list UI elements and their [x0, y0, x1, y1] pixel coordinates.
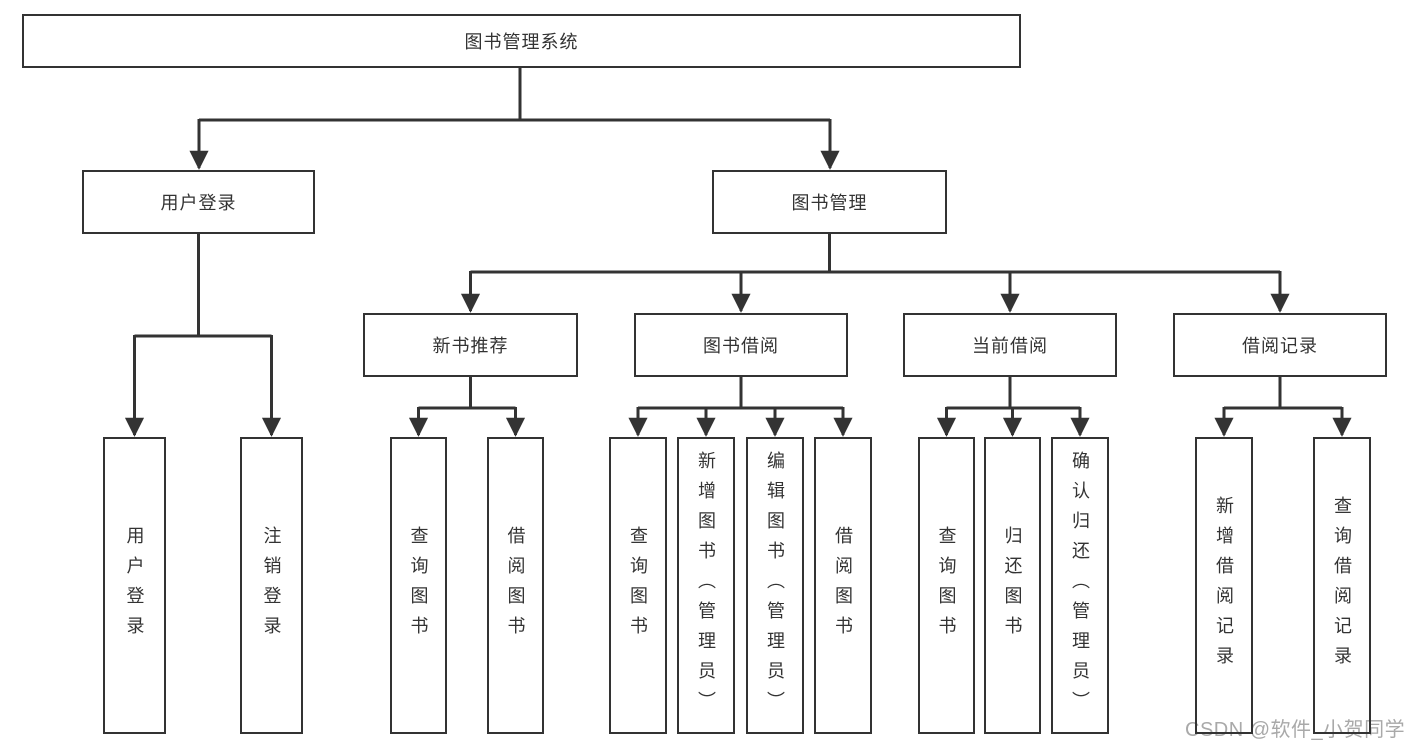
- node-borrow-records: 借阅记录: [1173, 313, 1387, 377]
- node-new-book-recommend: 新书推荐: [363, 313, 578, 377]
- connector-borrow-records: [1214, 377, 1352, 437]
- leaf-borrow-books-recommend: 借阅图书: [487, 437, 544, 734]
- leaf-query-books-recommend: 查询图书: [390, 437, 447, 734]
- leaf-query-books-borrow: 查询图书: [609, 437, 667, 734]
- connector-user-login: [124, 234, 282, 437]
- node-book-management: 图书管理: [712, 170, 947, 234]
- leaf-borrow-books: 借阅图书: [814, 437, 872, 734]
- node-user-login: 用户登录: [82, 170, 315, 234]
- leaf-confirm-return-admin: 确认归还（管理员）: [1051, 437, 1109, 734]
- node-root: 图书管理系统: [22, 14, 1021, 68]
- leaf-query-books-current: 查询图书: [918, 437, 975, 734]
- connector-book-management: [460, 234, 1290, 313]
- connector-new-book-recommend: [408, 377, 526, 437]
- connector-book-borrow: [628, 377, 853, 437]
- leaf-edit-book-admin: 编辑图书（管理员）: [746, 437, 804, 734]
- csdn-watermark: CSDN @软件_小贺同学: [1185, 719, 1405, 741]
- connector-root: [189, 67, 840, 170]
- leaf-return-books: 归还图书: [984, 437, 1041, 734]
- connector-current-borrow: [936, 377, 1090, 437]
- node-current-borrow: 当前借阅: [903, 313, 1117, 377]
- leaf-user-login: 用户登录: [103, 437, 166, 734]
- leaf-add-borrow-record: 新增借阅记录: [1195, 437, 1253, 734]
- leaf-logout: 注销登录: [240, 437, 303, 734]
- leaf-query-borrow-record: 查询借阅记录: [1313, 437, 1371, 734]
- leaf-add-book-admin: 新增图书（管理员）: [677, 437, 735, 734]
- node-book-borrow: 图书借阅: [634, 313, 848, 377]
